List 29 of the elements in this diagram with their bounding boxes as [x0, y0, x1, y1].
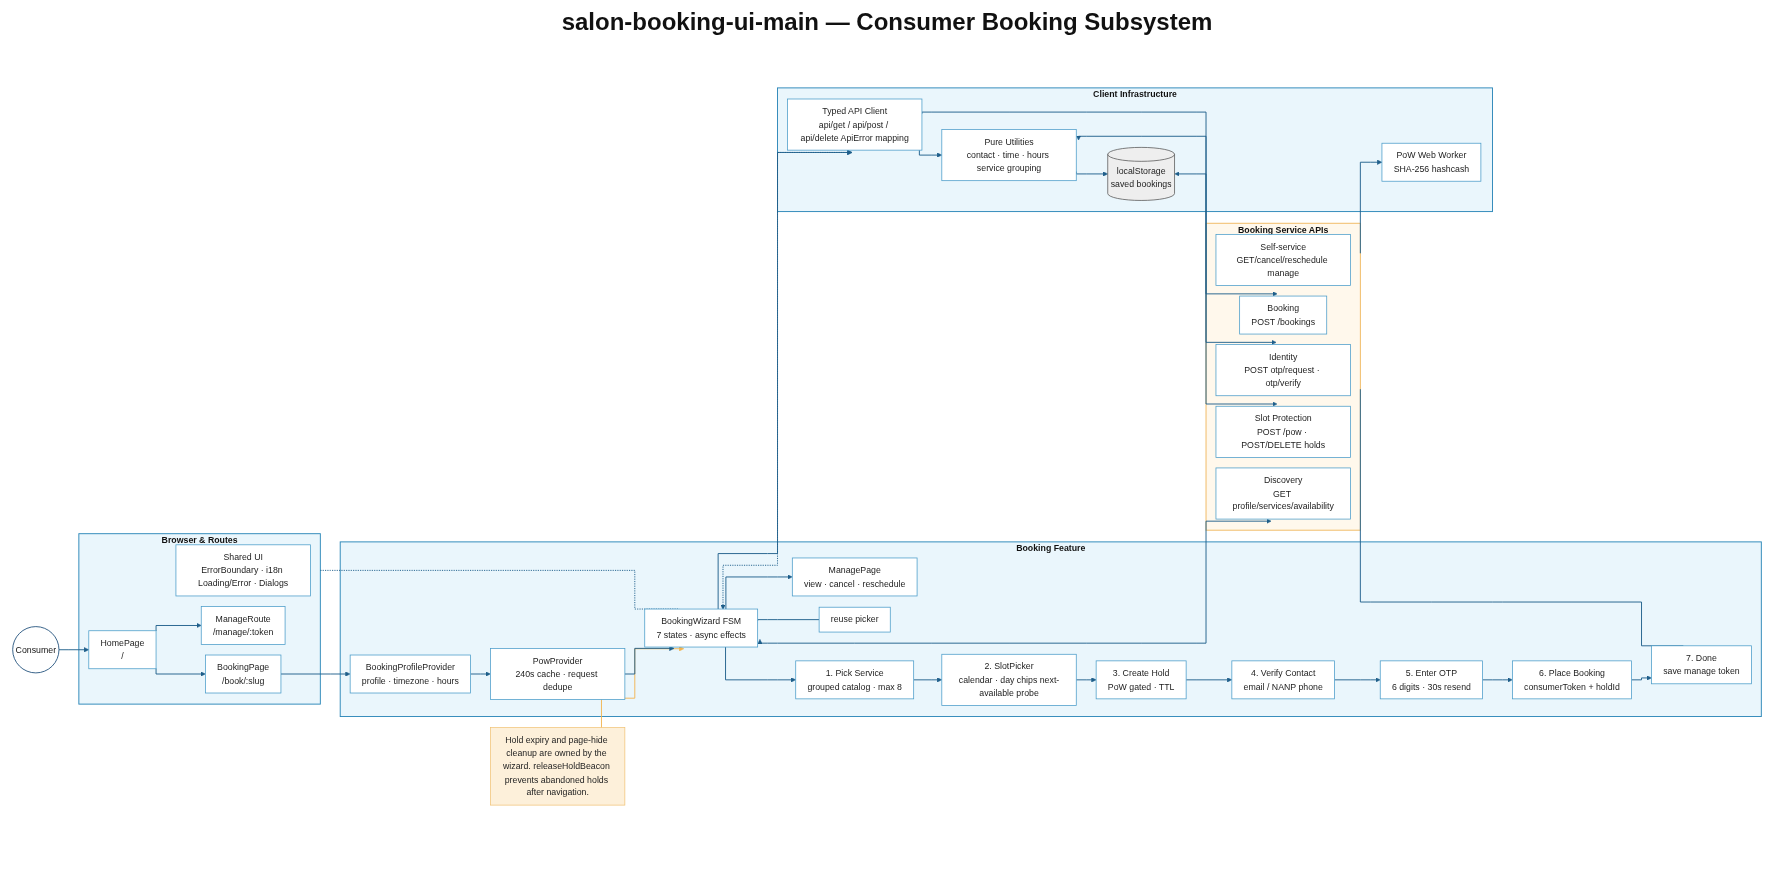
actor-circle: Consumer	[12, 626, 60, 674]
connector	[757, 619, 820, 622]
component-box: HomePage /	[88, 630, 157, 670]
component-box: 6. Place Booking consumerToken + holdId	[1512, 660, 1632, 700]
component-box: 4. Verify Contact email / NANP phone	[1231, 660, 1335, 700]
component-box: PowProvider 240s cache · request dedupe	[490, 648, 626, 700]
database-cylinder: localStorage saved bookings	[1107, 147, 1175, 201]
component-box: Pure Utilities contact · time · hours service grouping	[941, 129, 1077, 182]
component-box: ManagePage view · cancel · reschedule	[791, 557, 918, 597]
component-box: Slot Protection POST /pow · POST/DELETE holds	[1215, 405, 1351, 458]
component-box: BookingPage /book/:slug	[205, 654, 282, 694]
component-box: 7. Done save manage token	[1651, 645, 1752, 685]
component-box: Self-service GET/cancel/reschedule manage	[1215, 234, 1351, 286]
component-box: 5. Enter OTP 6 digits · 30s resend	[1379, 660, 1483, 700]
component-box: Typed API Client api/get / api/post / api/delete ApiError mapping	[787, 98, 923, 151]
note-box: Hold expiry and page-hide cleanup are owned by the wizard. releaseHoldBeacon prevents abandoned holds after navigation.	[490, 727, 626, 806]
component-box: Discovery GET profile/services/availability	[1215, 467, 1351, 520]
diagram-title: salon-booking-ui-main — Consumer Booking Subsystem	[561, 8, 1213, 36]
component-box: Booking POST /bookings	[1239, 295, 1328, 335]
component-box: BookingWizard FSM 7 states · async effects	[644, 608, 759, 648]
component-box: ManageRoute /manage/:token	[200, 606, 286, 645]
component-box: Shared UI ErrorBoundary · i18n Loading/Error · Dialogs	[175, 544, 311, 597]
component-box: PoW Web Worker SHA-256 hashcash	[1381, 142, 1482, 182]
component-box: reuse picker	[818, 606, 891, 633]
component-box: Identity POST otp/request · otp/verify	[1215, 344, 1351, 397]
component-box: 2. SlotPicker calendar · day chips next-available probe	[941, 653, 1077, 706]
component-box: 1. Pick Service grouped catalog · max 8	[795, 660, 915, 700]
component-box: BookingProfileProvider profile · timezone · hours	[349, 654, 471, 694]
component-box: 3. Create Hold PoW gated · TTL	[1095, 660, 1187, 700]
